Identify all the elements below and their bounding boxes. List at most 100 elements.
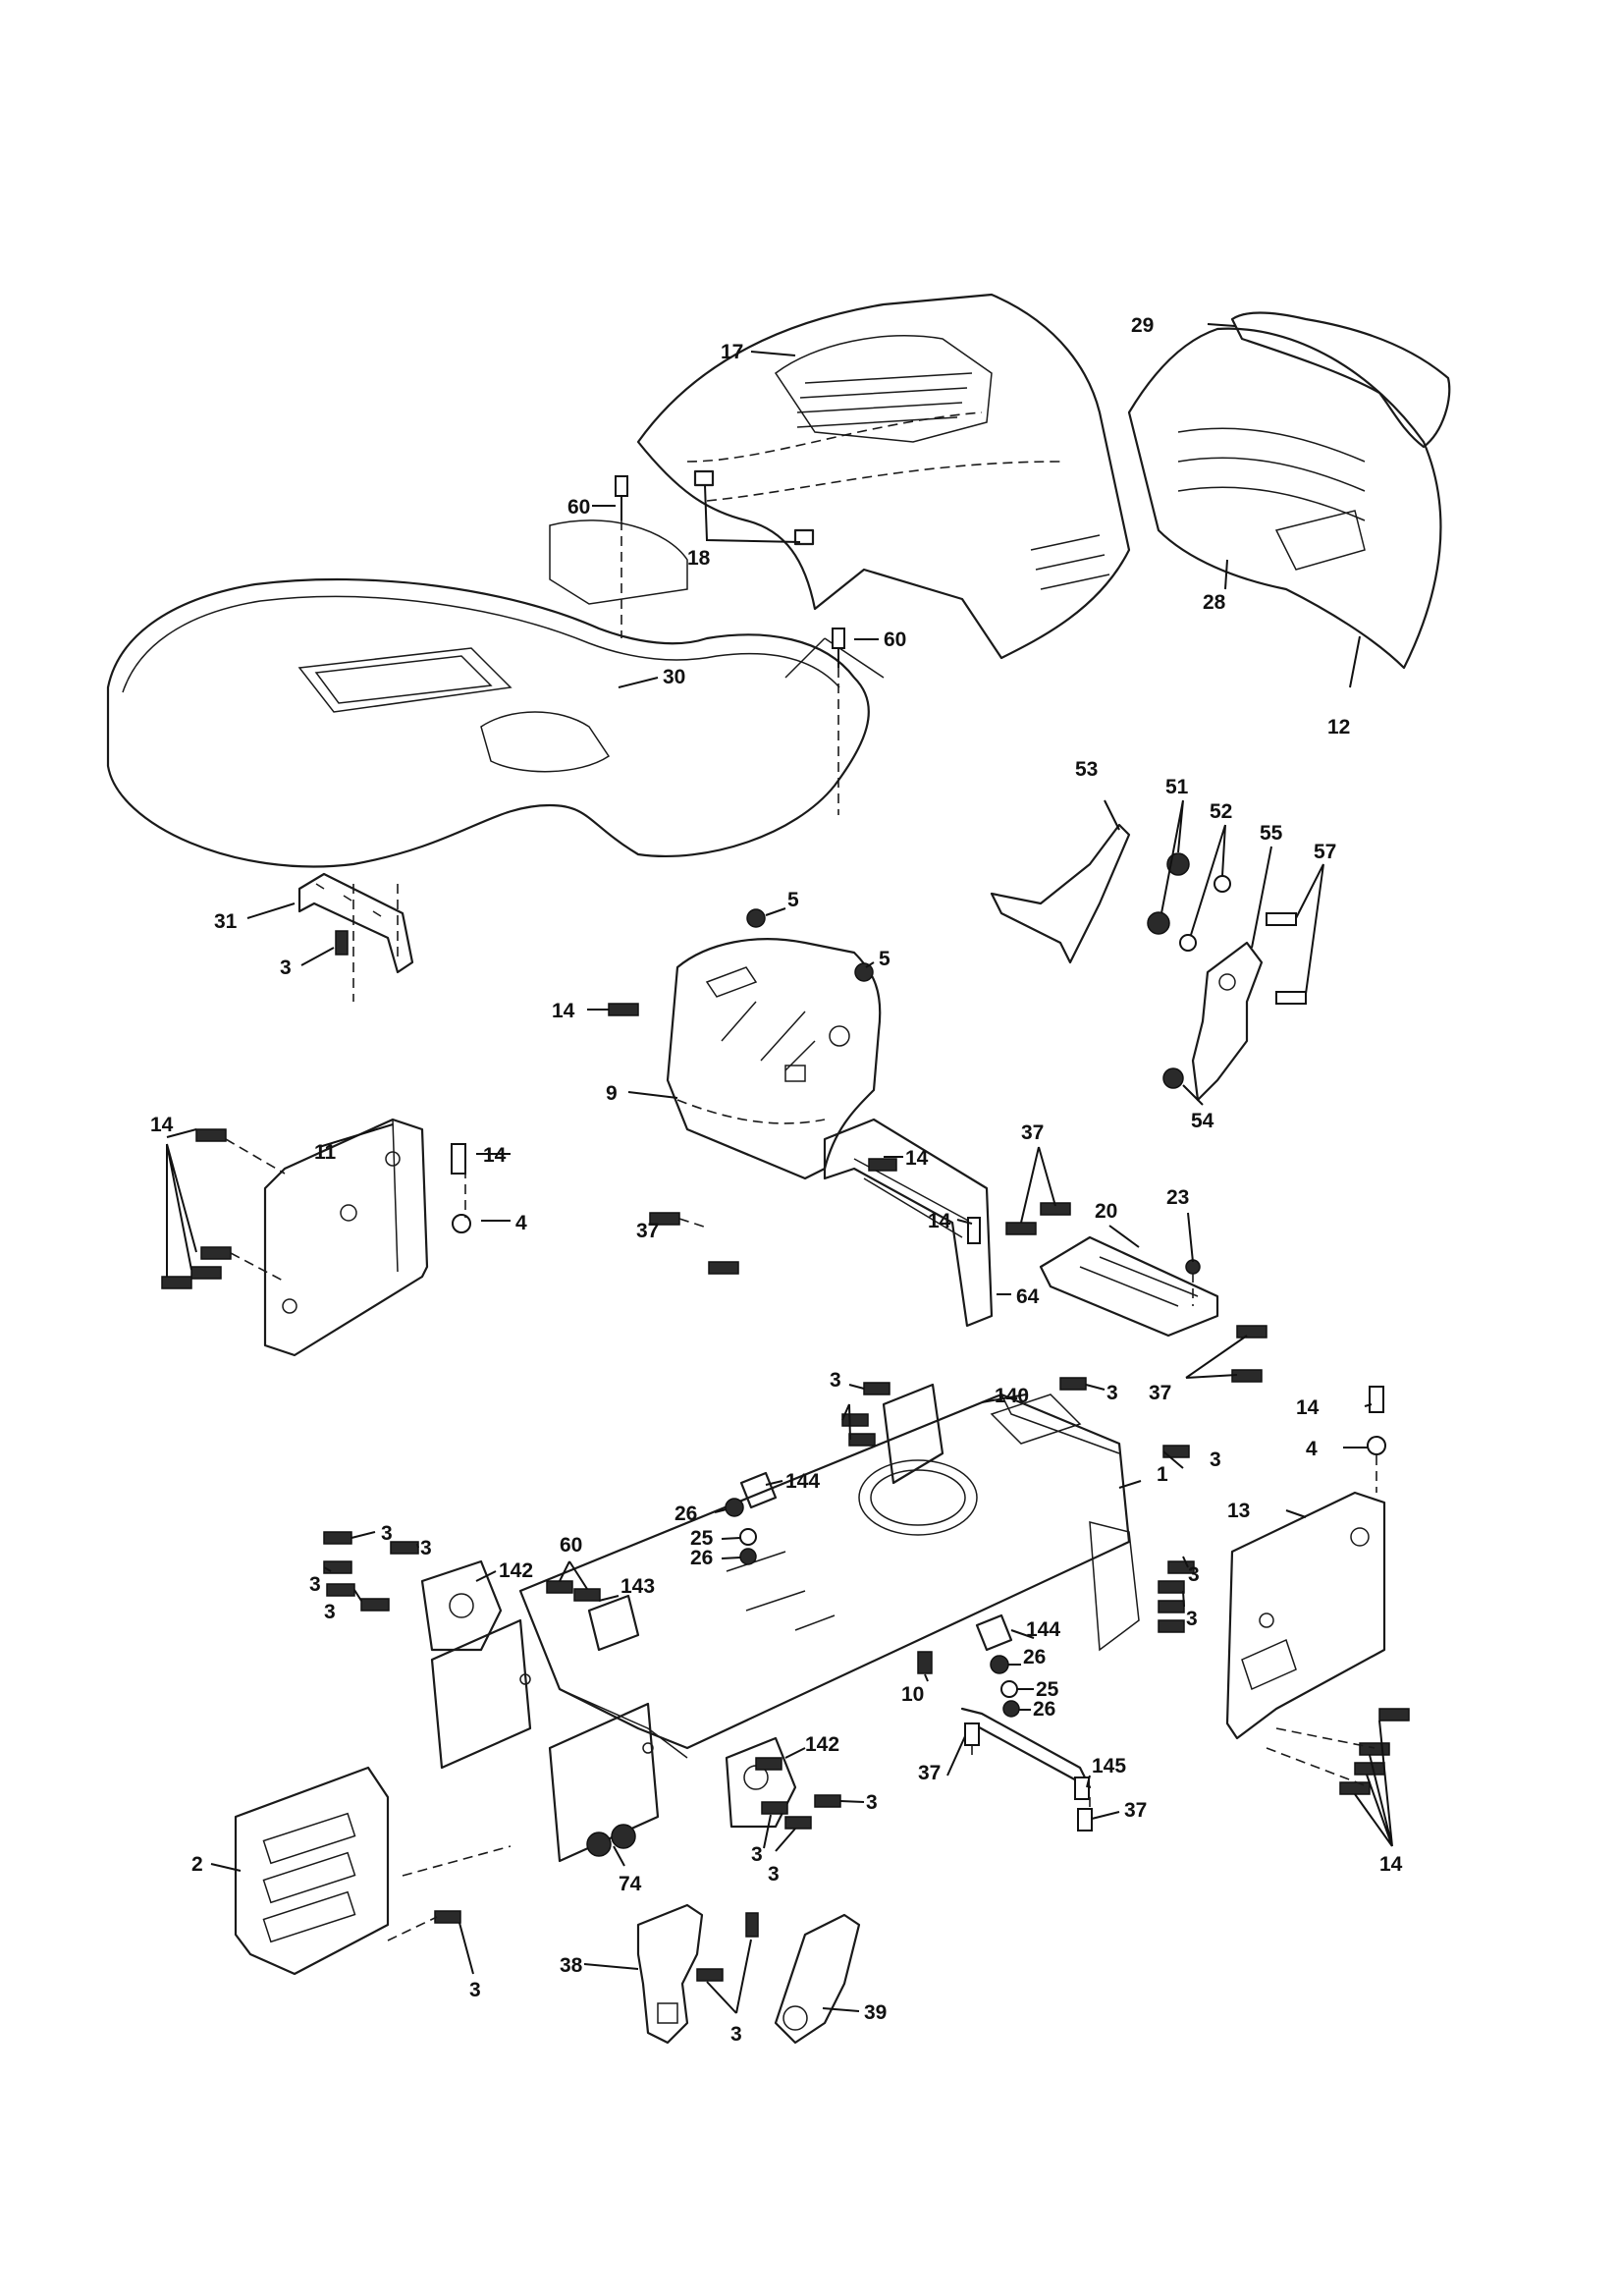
axle-bracket-left (420, 1559, 503, 1652)
leader-lines (166, 323, 1393, 2014)
callout-37-right: 37 (1149, 1382, 1171, 1404)
assembly-lines (225, 520, 1377, 1941)
callout-3-axle-c: 3 (768, 1863, 780, 1886)
callout-26-lower-b: 26 (1033, 1698, 1055, 1721)
callout-37-dash: 37 (636, 1220, 659, 1242)
hood-bracket (693, 469, 815, 546)
callout-3-left-b: 3 (420, 1537, 432, 1559)
callout-28: 28 (1203, 591, 1226, 614)
hood (636, 293, 1131, 660)
callout-142-upper: 142 (499, 1559, 533, 1582)
callout-39: 39 (864, 2001, 887, 2024)
callout-52: 52 (1210, 800, 1232, 823)
callout-3-frame: 3 (1210, 1449, 1221, 1471)
mounting-bracket (1039, 1235, 1219, 1338)
callout-3-left-c: 3 (309, 1573, 321, 1596)
grille (1127, 327, 1442, 670)
callout-55: 55 (1260, 822, 1283, 845)
callout-14-dash2: 14 (905, 1147, 929, 1170)
fender (106, 519, 885, 868)
bracket-144-lower (975, 1613, 1013, 1652)
hitch-bracket-right (774, 1913, 861, 2045)
callout-37-top: 37 (1021, 1121, 1044, 1144)
steering-bracket (990, 823, 1131, 964)
callout-13: 13 (1227, 1500, 1250, 1522)
callout-25-upper: 25 (690, 1527, 714, 1550)
callout-60-mid: 60 (884, 629, 906, 651)
callout-145: 145 (1092, 1755, 1126, 1777)
rear-frame-plate-right (548, 1702, 660, 1863)
callout-53: 53 (1075, 758, 1098, 781)
callout-74: 74 (619, 1873, 642, 1895)
callout-3-seat: 3 (280, 957, 292, 979)
left-side-plate (263, 1118, 429, 1357)
right-side-plate (1225, 1491, 1386, 1740)
callout-29: 29 (1131, 314, 1154, 337)
callout-14-right: 14 (1296, 1396, 1320, 1419)
callout-37-lower-a: 37 (918, 1762, 941, 1784)
callout-5-b: 5 (879, 948, 890, 970)
callout-54: 54 (1191, 1110, 1214, 1132)
callout-10: 10 (901, 1683, 924, 1706)
callout-26-lower-a: 26 (1023, 1646, 1046, 1668)
callout-3-right-b: 3 (1186, 1608, 1198, 1630)
callout-144-lower: 144 (1026, 1618, 1060, 1641)
callout-14-left: 14 (150, 1114, 174, 1136)
callout-30: 30 (663, 666, 685, 688)
front-bracket (882, 1383, 944, 1485)
callout-12: 12 (1327, 716, 1350, 738)
callout-26-upper-a: 26 (674, 1503, 697, 1525)
callout-2: 2 (191, 1853, 203, 1876)
callout-51: 51 (1165, 776, 1189, 798)
callout-60-frame: 60 (560, 1534, 582, 1557)
callout-25-lower: 25 (1036, 1678, 1059, 1701)
callout-144-upper: 144 (785, 1470, 820, 1493)
callout-3-left-a: 3 (381, 1522, 393, 1545)
rod (960, 1707, 1092, 1789)
seat-bracket (297, 872, 414, 974)
callout-18: 18 (687, 547, 711, 570)
callout-labels: 17 29 60 18 28 60 30 12 53 51 52 55 57 5… (150, 314, 1403, 2046)
callout-4-right: 4 (1306, 1438, 1318, 1460)
hardware (161, 475, 1410, 1982)
callout-31: 31 (214, 910, 238, 933)
callout-60-top: 60 (567, 496, 590, 519)
callout-4-left: 4 (515, 1212, 527, 1234)
callout-11: 11 (314, 1141, 337, 1164)
callout-64: 64 (1016, 1285, 1040, 1308)
callout-26-upper-b: 26 (690, 1547, 713, 1569)
bracket-144-upper (739, 1471, 778, 1509)
rear-plate (234, 1766, 390, 1976)
hitch-bracket-left (636, 1903, 704, 2045)
callout-14-plate: 14 (483, 1144, 507, 1167)
callout-3-right-a: 3 (1188, 1563, 1200, 1586)
bracket-143 (587, 1594, 640, 1652)
callout-14-64: 14 (928, 1210, 951, 1232)
callout-143: 143 (620, 1575, 655, 1598)
callout-140: 140 (995, 1385, 1029, 1407)
callout-37-lower-b: 37 (1124, 1799, 1147, 1822)
callout-142-lower: 142 (805, 1733, 839, 1756)
main-frame (518, 1393, 1140, 1759)
callout-17: 17 (721, 341, 743, 363)
callout-9: 9 (606, 1082, 618, 1105)
callout-5-a: 5 (787, 889, 799, 911)
callout-3-rear: 3 (469, 1979, 481, 2001)
callout-23: 23 (1166, 1186, 1189, 1209)
callout-3-axle-b: 3 (751, 1843, 763, 1866)
front-bumper (1230, 311, 1451, 449)
callout-57: 57 (1314, 841, 1336, 863)
callout-3-hitch: 3 (730, 2023, 742, 2046)
callout-14-lower: 14 (1379, 1853, 1403, 1876)
callout-3-axle-a: 3 (866, 1791, 878, 1814)
pivot-bracket (1191, 941, 1264, 1102)
callout-3-140a: 3 (830, 1369, 841, 1392)
callout-1: 1 (1157, 1463, 1168, 1486)
dash-panel (666, 938, 882, 1180)
callout-38: 38 (560, 1954, 583, 1977)
rear-frame-plate-left (430, 1618, 532, 1770)
callout-20: 20 (1095, 1200, 1117, 1223)
callout-3-left-d: 3 (324, 1601, 336, 1623)
callout-3-140b: 3 (1106, 1382, 1118, 1404)
